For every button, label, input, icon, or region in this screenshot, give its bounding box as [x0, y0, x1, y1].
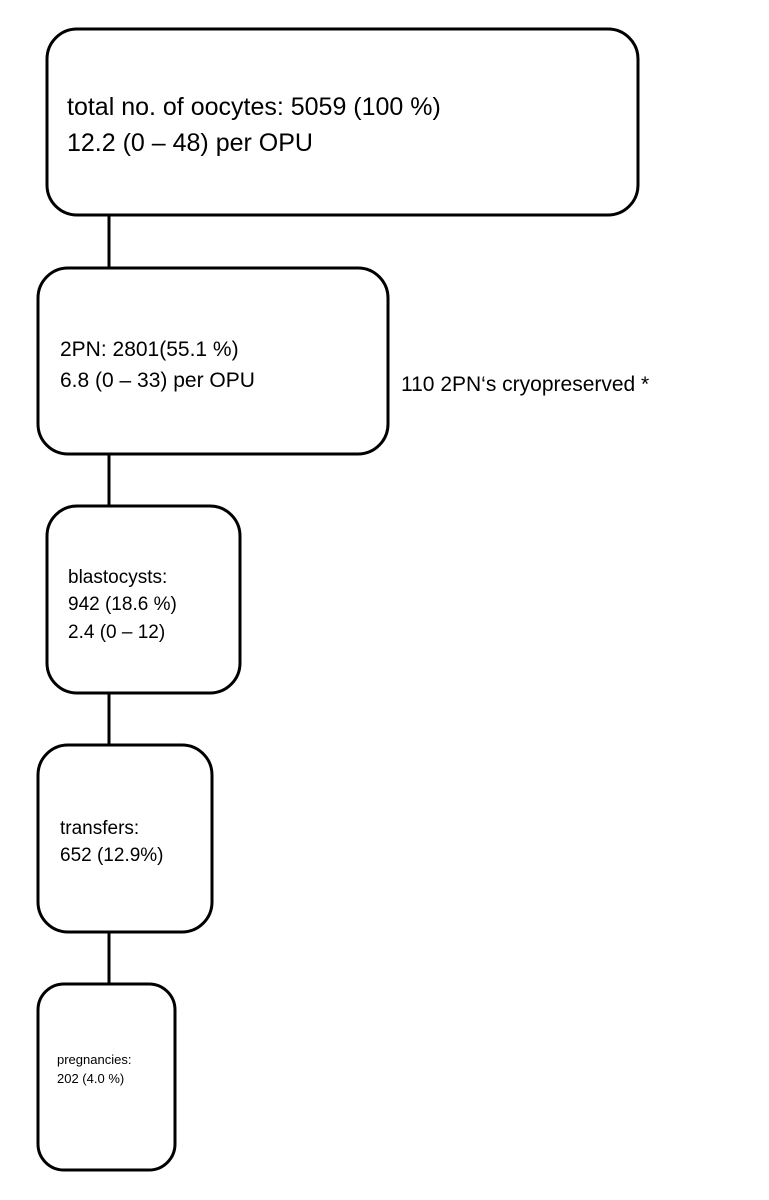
node-oocytes: total no. of oocytes: 5059 (100 %) 12.2 … [45, 27, 640, 217]
node-transfers-line-1: transfers: [60, 818, 139, 839]
node-blastocysts-line-2: 942 (18.6 %) [68, 594, 177, 615]
node-pregnancies-line-1: pregnancies: [57, 1052, 131, 1067]
node-oocytes-line-1: total no. of oocytes: 5059 (100 %) [67, 93, 441, 121]
node-blastocysts: blastocysts: 942 (18.6 %) 2.4 (0 – 12) [45, 504, 242, 695]
node-pregnancies-line-2: 202 (4.0 %) [57, 1071, 124, 1086]
node-pregnancies: pregnancies: 202 (4.0 %) [36, 982, 177, 1172]
node-blastocysts-box [45, 504, 242, 695]
node-2pn: 2PN: 2801(55.1 %) 6.8 (0 – 33) per OPU [36, 266, 390, 456]
node-blastocysts-line-1: blastocysts: [68, 567, 167, 588]
node-2pn-line-1: 2PN: 2801(55.1 %) [60, 338, 239, 361]
node-pregnancies-box [36, 982, 177, 1172]
node-transfers: transfers: 652 (12.9%) [36, 743, 214, 934]
node-transfers-line-2: 652 (12.9%) [60, 845, 164, 866]
node-2pn-box [36, 266, 390, 456]
node-oocytes-box [45, 27, 640, 217]
node-oocytes-line-2: 12.2 (0 – 48) per OPU [67, 129, 313, 157]
node-2pn-line-2: 6.8 (0 – 33) per OPU [60, 369, 255, 392]
node-blastocysts-line-3: 2.4 (0 – 12) [68, 622, 165, 643]
side-note-cryopreserved: 110 2PN‘s cryopreserved * [401, 373, 649, 396]
node-transfers-box [36, 743, 214, 934]
